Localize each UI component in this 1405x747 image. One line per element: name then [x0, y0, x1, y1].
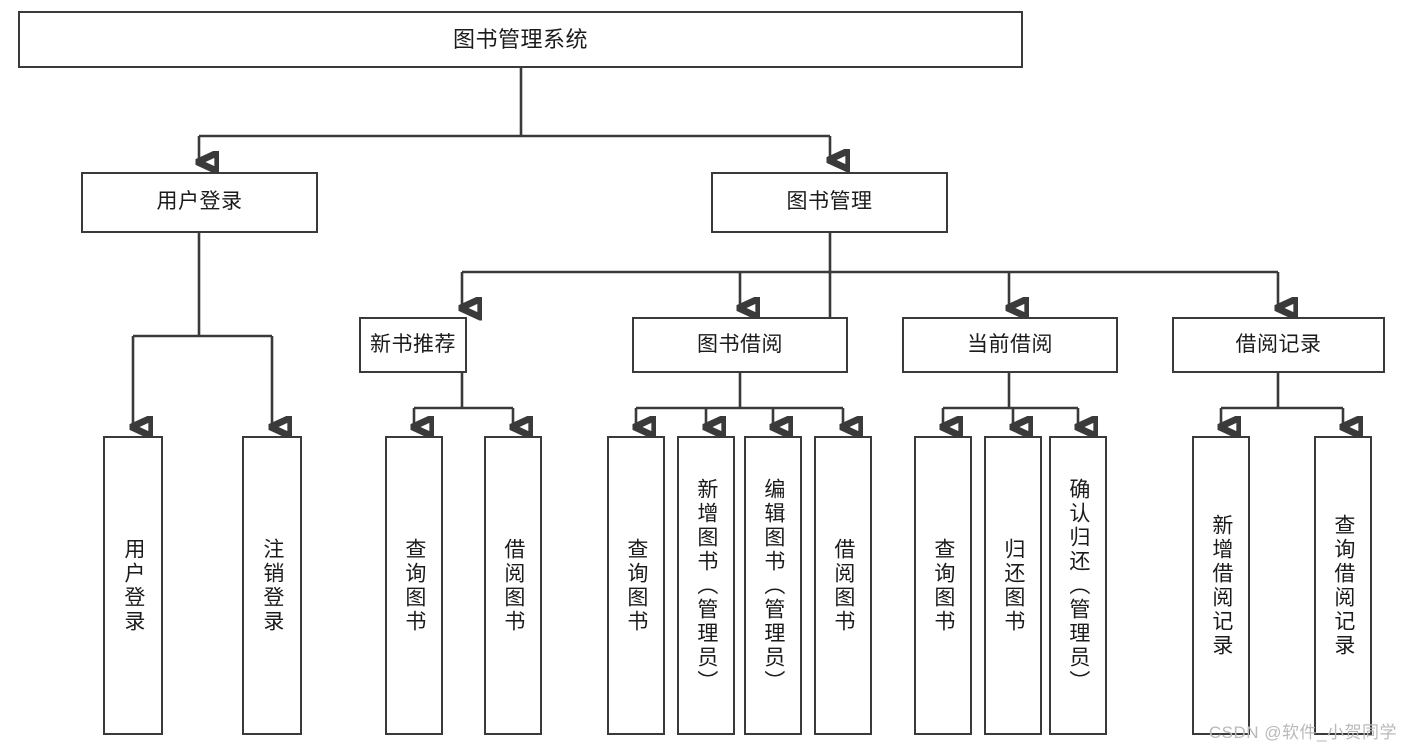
leaf-query-book-current[interactable]: 查询图书 — [914, 436, 972, 735]
node-label: 确认归还（管理员） — [1066, 477, 1090, 694]
node-root-system[interactable]: 图书管理系统 — [18, 11, 1023, 68]
node-label: 图书管理系统 — [452, 26, 588, 52]
watermark: CSDN @软件_小贺同学 — [1208, 723, 1397, 742]
node-label: 查询借阅记录 — [1331, 513, 1355, 658]
leaf-borrow-book-recommend[interactable]: 借阅图书 — [484, 436, 542, 735]
node-label: 图书借阅 — [697, 332, 783, 356]
leaf-user-login[interactable]: 用户登录 — [103, 436, 163, 735]
node-label: 查询图书 — [624, 537, 648, 634]
node-book-borrow[interactable]: 图书借阅 — [632, 317, 848, 373]
leaf-return-book[interactable]: 归还图书 — [984, 436, 1042, 735]
node-user-login[interactable]: 用户登录 — [81, 172, 318, 233]
node-book-management[interactable]: 图书管理 — [711, 172, 948, 233]
node-label: 新增借阅记录 — [1209, 513, 1233, 658]
leaf-add-borrow-record[interactable]: 新增借阅记录 — [1192, 436, 1250, 735]
leaf-query-book-borrow[interactable]: 查询图书 — [607, 436, 665, 735]
node-label: 借阅图书 — [501, 537, 525, 634]
node-label: 归还图书 — [1001, 537, 1025, 634]
node-label: 图书管理 — [786, 190, 873, 214]
leaf-edit-book-admin[interactable]: 编辑图书（管理员） — [744, 436, 802, 735]
leaf-user-logout[interactable]: 注销登录 — [242, 436, 302, 735]
node-label: 借阅图书 — [831, 537, 855, 634]
leaf-confirm-return-admin[interactable]: 确认归还（管理员） — [1049, 436, 1107, 735]
node-label: 查询图书 — [402, 537, 426, 634]
node-borrow-record[interactable]: 借阅记录 — [1172, 317, 1385, 373]
node-label: 用户登录 — [156, 190, 243, 214]
leaf-query-borrow-record[interactable]: 查询借阅记录 — [1314, 436, 1372, 735]
node-label: 用户登录 — [121, 537, 145, 634]
node-label: 新增图书（管理员） — [694, 477, 718, 694]
leaf-query-book-recommend[interactable]: 查询图书 — [385, 436, 443, 735]
leaf-add-book-admin[interactable]: 新增图书（管理员） — [677, 436, 735, 735]
node-label: 编辑图书（管理员） — [761, 477, 785, 694]
node-new-book-recommend[interactable]: 新书推荐 — [359, 317, 467, 373]
node-label: 注销登录 — [260, 537, 284, 634]
node-label: 查询图书 — [931, 537, 955, 634]
leaf-borrow-book[interactable]: 借阅图书 — [814, 436, 872, 735]
node-label: 新书推荐 — [370, 332, 456, 356]
node-label: 借阅记录 — [1235, 332, 1322, 356]
node-current-borrow[interactable]: 当前借阅 — [902, 317, 1118, 373]
node-label: 当前借阅 — [967, 332, 1053, 356]
